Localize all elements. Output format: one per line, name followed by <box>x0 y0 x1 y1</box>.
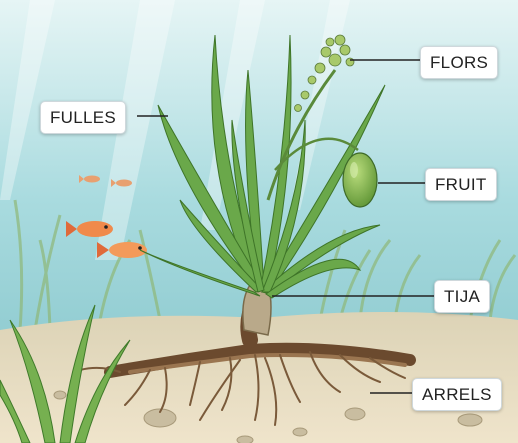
label-fulles: FULLES <box>40 101 126 134</box>
label-tija: TIJA <box>434 280 490 313</box>
label-flors: FLORS <box>420 46 498 79</box>
label-fruit: FRUIT <box>425 168 497 201</box>
label-arrels: ARRELS <box>412 378 502 411</box>
